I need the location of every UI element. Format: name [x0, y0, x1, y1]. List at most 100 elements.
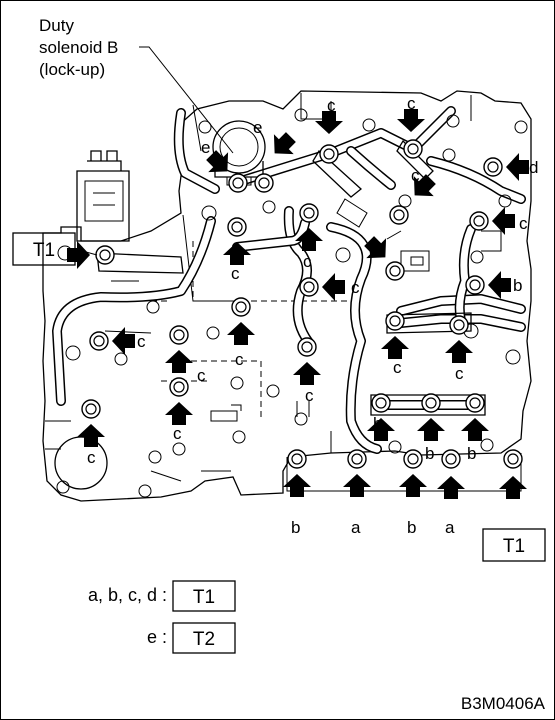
bolt-label-b: b	[373, 414, 382, 433]
up-arrow-icon	[417, 418, 445, 441]
left-arrow-icon	[112, 327, 135, 355]
up-arrow-icon	[399, 474, 427, 497]
t1-box-left: T1	[12, 232, 98, 266]
up-arrow-icon	[77, 424, 105, 447]
up-arrow-icon	[165, 402, 193, 425]
bolt	[299, 203, 319, 223]
bolt-label-c: c	[407, 94, 416, 113]
legend-row2-keys: e :	[147, 627, 167, 647]
up-arrow-icon	[343, 474, 371, 497]
callout-line-2: solenoid B	[39, 38, 118, 57]
bolt	[441, 449, 461, 469]
up-arrow-icon	[223, 242, 251, 265]
bolt	[403, 139, 423, 159]
bolt-label-c: c	[327, 96, 336, 115]
t1-box-left-label: T1	[33, 240, 55, 261]
up-arrow-icon	[283, 474, 311, 497]
bolts	[81, 139, 523, 469]
bolt-label-e: e	[253, 118, 262, 137]
bolt	[483, 157, 503, 177]
bolt-label-c: c	[197, 366, 206, 385]
left-arrow-icon	[506, 153, 529, 181]
bolt-label-c: c	[235, 350, 244, 369]
down-left-arrow-icon	[413, 174, 436, 197]
up-arrow-icon	[367, 418, 395, 441]
left-arrow-icon	[488, 271, 511, 299]
valve-body-outline	[42, 90, 532, 502]
up-arrow-icon	[461, 418, 489, 441]
bolt	[385, 261, 405, 281]
down-arrow-icon	[315, 111, 343, 134]
up-arrow-icon	[499, 476, 527, 499]
bolt	[403, 449, 423, 469]
bolt-labels: c c e e c d c c c c b c c c c c c c c b …	[87, 94, 538, 537]
connector-block	[57, 150, 130, 261]
bolt	[503, 449, 523, 469]
bolt	[371, 393, 391, 413]
bolt	[169, 377, 189, 397]
bolt-label-d: d	[529, 158, 538, 177]
bolt-label-c: c	[305, 386, 314, 405]
bolt	[389, 205, 409, 225]
bolt-label-b: b	[425, 444, 434, 463]
bolt-label-c: c	[351, 278, 360, 297]
callout-leader-line	[139, 46, 234, 154]
legend-row2-box	[172, 622, 236, 654]
legend-row2-value: T2	[193, 629, 215, 650]
up-arrow-icon	[227, 322, 255, 345]
torque-legend: a, b, c, d : T1 e : T2	[88, 580, 236, 654]
bolt-label-b: b	[513, 276, 522, 295]
bolt	[469, 211, 489, 231]
up-arrow-icon	[295, 228, 323, 251]
down-right-arrow-icon	[206, 150, 229, 173]
up-arrow-icon	[437, 476, 465, 499]
bolt-label-b: b	[291, 518, 300, 537]
bolt-label-a: a	[351, 518, 361, 537]
legend-row1-box	[172, 580, 236, 612]
legend-row1-keys: a, b, c, d :	[88, 585, 167, 605]
bolt-label-c: c	[173, 424, 182, 443]
legend-row1-value: T1	[193, 587, 215, 608]
bolt	[95, 245, 115, 265]
bolt	[319, 144, 339, 164]
bolt-label-c: c	[411, 166, 420, 185]
bolt	[297, 337, 317, 357]
bolt	[347, 449, 367, 469]
bores	[54, 108, 528, 498]
solenoid-callout: Duty solenoid B (lock-up)	[39, 16, 234, 154]
bolt-label-e: e	[201, 138, 210, 157]
up-arrow-icon	[381, 336, 409, 359]
bolt-label-c: c	[455, 364, 464, 383]
bolt	[227, 217, 247, 237]
figure-code: B3M0406A	[461, 694, 546, 713]
bolt	[81, 399, 101, 419]
up-arrow-icon	[293, 362, 321, 385]
bolt	[228, 173, 248, 193]
left-arrow-icon	[322, 273, 345, 301]
bolt	[465, 275, 485, 295]
up-arrow-icon	[165, 350, 193, 373]
bolt-label-c: c	[87, 448, 96, 467]
bolt	[385, 311, 405, 331]
t1-box-right-label: T1	[503, 536, 525, 557]
bolt	[231, 297, 251, 317]
t1-box-right: T1	[482, 528, 546, 562]
callout-line-1: Duty	[39, 16, 74, 35]
bolt-label-c: c	[393, 358, 402, 377]
bolt	[465, 393, 485, 413]
bolt-label-b: b	[467, 444, 476, 463]
bolt-label-c: c	[303, 252, 312, 271]
bolt	[299, 277, 319, 297]
bolt	[89, 331, 109, 351]
down-left-arrow-icon	[273, 132, 296, 155]
up-arrow-icon	[445, 340, 473, 363]
bolt-label-b: b	[407, 518, 416, 537]
left-arrow-icon	[492, 207, 515, 235]
bolt-label-c: c	[231, 264, 240, 283]
bolt	[287, 449, 307, 469]
bolt-label-c: c	[519, 214, 528, 233]
down-arrow-icon	[397, 109, 425, 132]
right-arrow-icon	[67, 241, 90, 269]
